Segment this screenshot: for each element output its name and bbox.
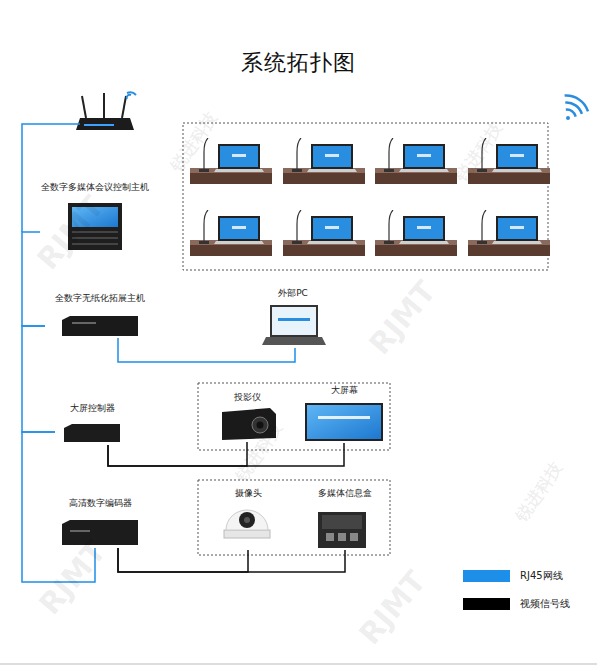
- screen-panel: [307, 405, 381, 439]
- wifi-arc: [127, 92, 136, 95]
- encoder-image: [62, 520, 138, 545]
- camera-lens: [239, 512, 255, 528]
- external-pc-image: [262, 305, 326, 345]
- box-lid: [322, 515, 362, 529]
- device-node: 大屏控制器: [55, 403, 130, 445]
- info-box-image: [318, 512, 366, 548]
- box-socket: [326, 533, 334, 541]
- display-group-frame: [198, 383, 390, 450]
- watermark: 锐进科技: [165, 107, 223, 176]
- panel-marks: [72, 322, 96, 324]
- paperless-terminal: [283, 138, 365, 184]
- screen-controller-image: [64, 424, 120, 442]
- video-cable: [108, 442, 247, 466]
- device-label: 高清数字编码器: [55, 498, 145, 509]
- camera-dome: [226, 510, 268, 530]
- antenna: [103, 93, 105, 118]
- device-node: 高清数字编码器: [55, 498, 145, 548]
- legend-text: 视频信号线: [520, 598, 570, 610]
- legend-text: RJ45网线: [520, 570, 563, 582]
- laptop-frame: [270, 305, 318, 337]
- device-label: 大屏控制器: [55, 403, 130, 414]
- device-node: 外部PC: [258, 288, 328, 348]
- camera-lens-core: [244, 517, 250, 523]
- device-label: 多媒体信息盒: [306, 488, 384, 499]
- laptop-base: [262, 337, 326, 345]
- watermark: RJMT: [362, 274, 443, 361]
- paperless-terminal: [468, 210, 550, 256]
- wifi-router: [76, 93, 134, 130]
- wifi-arc: [127, 95, 131, 99]
- box-socket: [350, 533, 358, 541]
- wifi-icon: [127, 92, 136, 99]
- video-cable: [118, 548, 345, 572]
- rj45-cable: [118, 338, 295, 362]
- box-socket: [338, 533, 346, 541]
- screen-banner: [318, 416, 370, 419]
- laptop-screen: [272, 307, 316, 335]
- rack-case: [62, 316, 138, 336]
- panel-marks: [70, 530, 90, 532]
- screen-bezel: [305, 403, 383, 441]
- expansion-host-image: [62, 316, 138, 336]
- wifi-dot: [566, 116, 570, 120]
- camera-base: [224, 530, 270, 538]
- antenna: [82, 96, 86, 118]
- device-node: 全数字无纸化拓展主机: [45, 293, 155, 338]
- device-node: 大屏幕: [300, 385, 388, 443]
- watermark: RJMT: [32, 534, 113, 621]
- device-node: 多媒体信息盒: [306, 488, 384, 550]
- device-label: 投影仪: [214, 392, 280, 403]
- video-cable: [108, 443, 344, 466]
- device-node: 摄像头: [220, 488, 276, 550]
- video-cable: [118, 548, 248, 572]
- camera-image: [224, 510, 270, 538]
- device-label: 大屏幕: [300, 385, 388, 396]
- antenna: [122, 96, 126, 118]
- footer-rule: [0, 663, 597, 665]
- box-body: [318, 512, 366, 548]
- diagram-title: 系统拓扑图: [0, 48, 597, 78]
- wifi-icon: [565, 91, 591, 120]
- rj45-cable: [22, 326, 55, 432]
- device-label: 全数字多媒体会议控制主机: [40, 182, 150, 193]
- rack-case: [64, 424, 120, 442]
- legend-swatch: [463, 570, 510, 582]
- paperless-terminal: [190, 210, 272, 256]
- router-body: [76, 118, 134, 130]
- device-label: 摄像头: [220, 488, 276, 499]
- watermark: 锐进科技: [510, 457, 568, 526]
- paperless-terminal: [375, 138, 457, 184]
- big-screen-image: [305, 403, 383, 441]
- paperless-terminal: [375, 210, 457, 256]
- rack-case: [62, 520, 138, 545]
- paperless-terminal: [283, 210, 365, 256]
- capture-group-frame: [198, 480, 390, 555]
- screen-banner: [278, 318, 310, 321]
- router-led: [84, 124, 114, 126]
- watermark: RJMT: [352, 564, 433, 651]
- device-label: 外部PC: [258, 288, 328, 299]
- wifi-arc: [565, 91, 591, 114]
- wifi-arc: [566, 107, 577, 117]
- device-label: 全数字无纸化拓展主机: [45, 293, 155, 304]
- legend-swatch: [463, 598, 510, 610]
